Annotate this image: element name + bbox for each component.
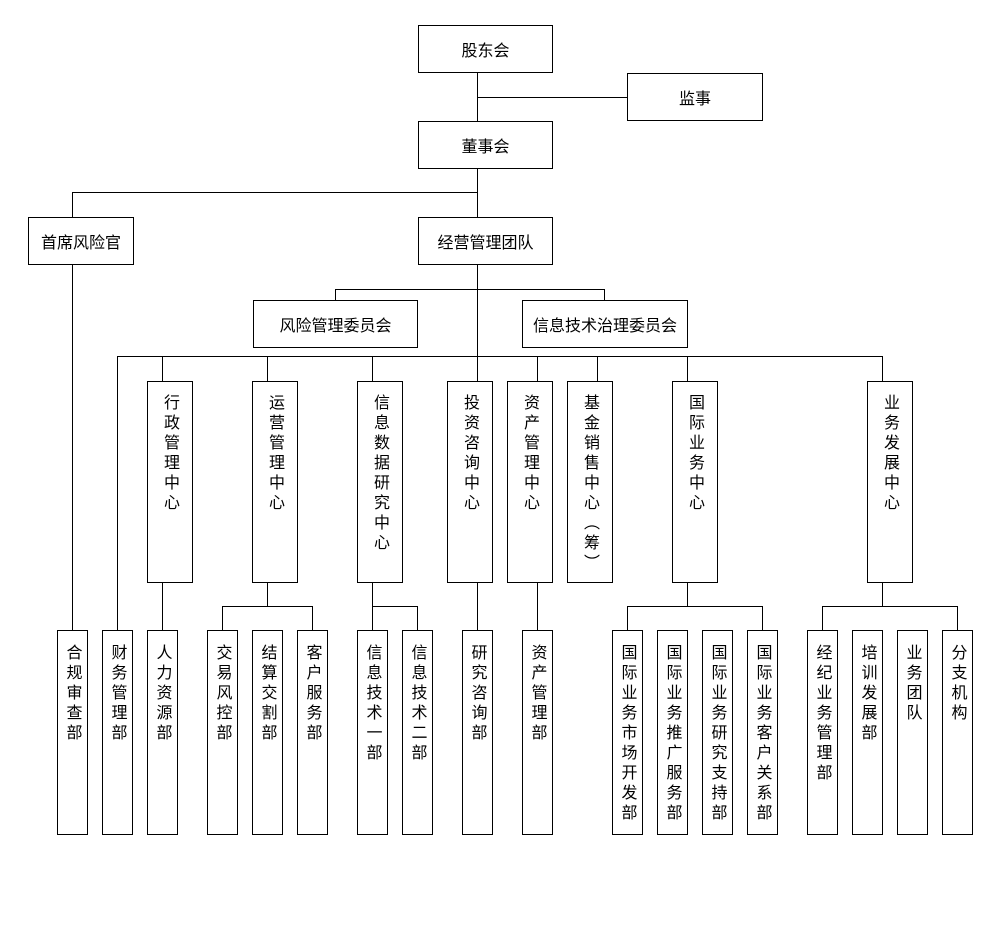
label: 合规审查部: [63, 644, 83, 744]
department-box: 财务管理部: [102, 630, 133, 835]
label: 经纪业务管理部: [813, 644, 833, 784]
department-box: 信息技术一部: [357, 630, 388, 835]
label: 股东会: [461, 41, 510, 60]
label: 信息技术一部: [363, 644, 383, 764]
department-box: 经纪业务管理部: [807, 630, 838, 835]
department-box: 信息技术二部: [402, 630, 433, 835]
label: 基金销售中心（筹）: [581, 394, 600, 574]
department-box: 分支机构: [942, 630, 973, 835]
label: 培训发展部: [858, 644, 878, 744]
label: 行政管理中心: [161, 394, 180, 514]
risk-committee-box: 风险管理委员会: [253, 300, 418, 348]
department-box: 资产管理部: [522, 630, 553, 835]
label: 资产管理中心: [521, 394, 540, 514]
department-box: 研究咨询部: [462, 630, 493, 835]
label: 国际业务中心: [686, 394, 705, 514]
center-box: 业务发展中心: [867, 381, 913, 583]
board-box: 董事会: [418, 121, 553, 169]
label: 人力资源部: [153, 644, 173, 744]
center-box: 信息数据研究中心: [357, 381, 403, 583]
center-box: 国际业务中心: [672, 381, 718, 583]
center-box: 资产管理中心: [507, 381, 553, 583]
label: 国际业务市场开发部: [618, 644, 638, 824]
label: 风险管理委员会: [279, 316, 392, 335]
label: 客户服务部: [303, 644, 323, 744]
label: 监事: [678, 89, 711, 108]
label: 信息数据研究中心: [371, 394, 390, 554]
label: 国际业务推广服务部: [663, 644, 683, 824]
management-box: 经营管理团队: [418, 217, 553, 265]
shareholders-box: 股东会: [418, 25, 553, 73]
label: 运营管理中心: [266, 394, 285, 514]
label: 资产管理部: [528, 644, 548, 744]
supervisor-box: 监事: [627, 73, 763, 121]
department-box: 国际业务市场开发部: [612, 630, 643, 835]
department-box: 国际业务研究支持部: [702, 630, 733, 835]
it-committee-box: 信息技术治理委员会: [522, 300, 688, 348]
label: 财务管理部: [108, 644, 128, 744]
department-box: 结算交割部: [252, 630, 283, 835]
label: 投资咨询中心: [461, 394, 480, 514]
department-box: 国际业务客户关系部: [747, 630, 778, 835]
label: 业务团队: [903, 644, 923, 724]
label: 董事会: [461, 137, 510, 156]
label: 经营管理团队: [437, 233, 534, 252]
label: 结算交割部: [258, 644, 278, 744]
center-box: 基金销售中心（筹）: [567, 381, 613, 583]
label: 交易风控部: [213, 644, 233, 744]
department-box: 客户服务部: [297, 630, 328, 835]
label: 研究咨询部: [468, 644, 488, 744]
label: 国际业务客户关系部: [753, 644, 773, 824]
center-box: 运营管理中心: [252, 381, 298, 583]
center-box: 投资咨询中心: [447, 381, 493, 583]
label: 首席风险官: [40, 233, 121, 252]
department-box: 业务团队: [897, 630, 928, 835]
department-box: 人力资源部: [147, 630, 178, 835]
department-box: 交易风控部: [207, 630, 238, 835]
label: 业务发展中心: [881, 394, 900, 514]
department-box: 国际业务推广服务部: [657, 630, 688, 835]
label: 信息技术二部: [408, 644, 428, 764]
department-box: 合规审查部: [57, 630, 88, 835]
cro-box: 首席风险官: [28, 217, 134, 265]
label: 分支机构: [948, 644, 968, 724]
center-box: 行政管理中心: [147, 381, 193, 583]
label: 信息技术治理委员会: [532, 316, 677, 335]
label: 国际业务研究支持部: [708, 644, 728, 824]
department-box: 培训发展部: [852, 630, 883, 835]
